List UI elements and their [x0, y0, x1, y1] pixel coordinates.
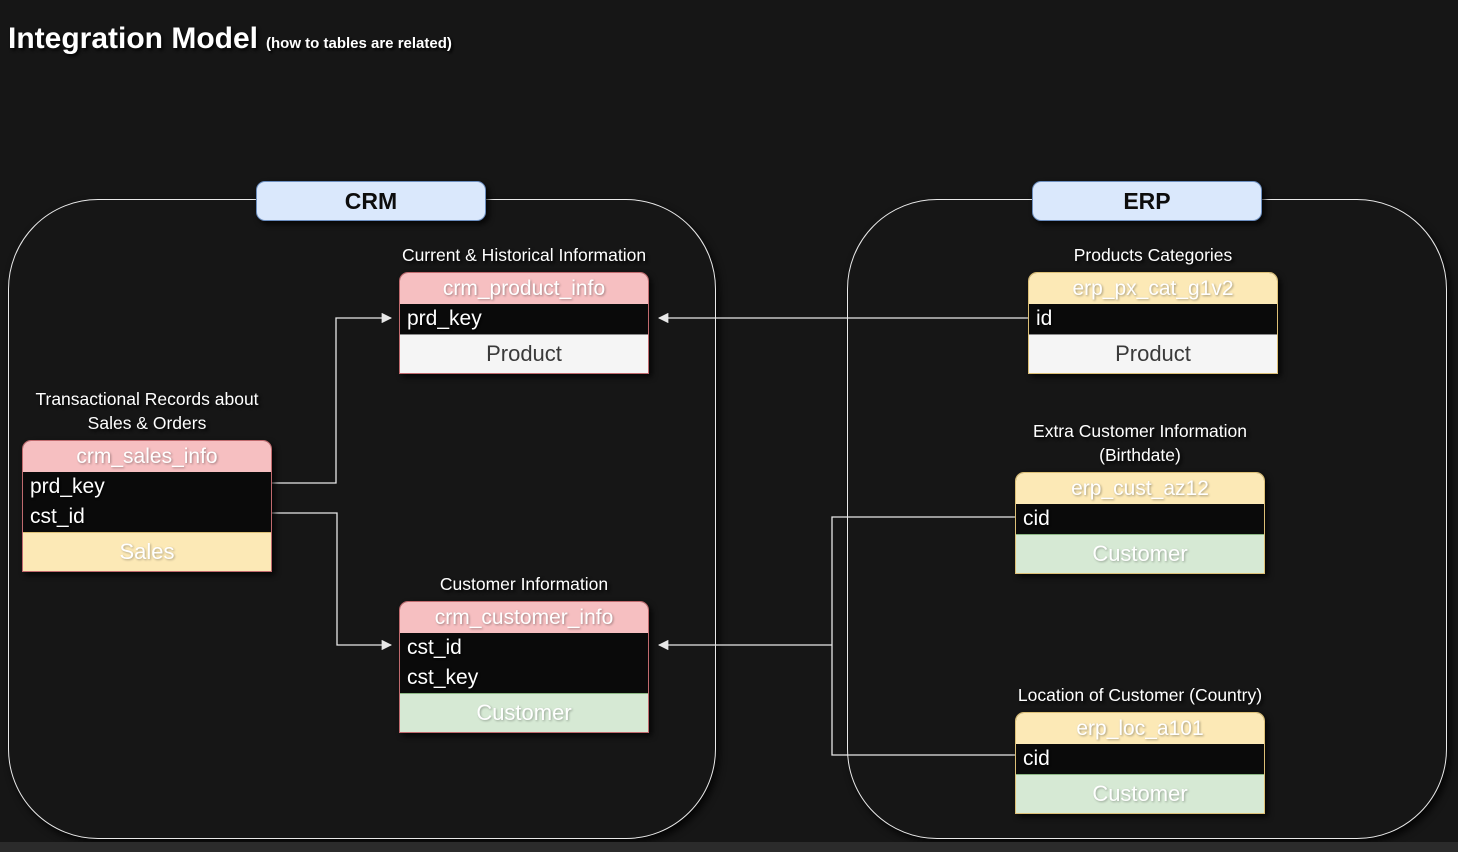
field-row: id — [1029, 304, 1277, 334]
crm-group-box: CRM — [256, 181, 486, 221]
table-header: erp_cust_az12 — [1016, 473, 1264, 504]
table-crm-product-info: Current & Historical Information crm_pro… — [399, 245, 649, 374]
table-crm-customer-info: Customer Information crm_customer_info c… — [399, 574, 649, 733]
table-erp-px-cat-g1v2: Products Categories erp_px_cat_g1v2 id P… — [1028, 245, 1278, 374]
field-row: prd_key — [23, 472, 271, 502]
table-caption: Location of Customer (Country) — [1017, 685, 1263, 705]
table-erp-loc-a101: Location of Customer (Country) erp_loc_a… — [1015, 685, 1265, 814]
table-caption: Extra Customer Information (Birthdate) — [1033, 421, 1247, 465]
table-footer: Customer — [1016, 774, 1264, 813]
table-header: erp_px_cat_g1v2 — [1029, 273, 1277, 304]
erp-group-box: ERP — [1032, 181, 1262, 221]
table-footer: Sales — [23, 532, 271, 571]
field-row: prd_key — [400, 304, 648, 334]
erp-group-label: ERP — [1123, 187, 1171, 214]
field-row: cst_id — [400, 633, 648, 663]
crm-group-label: CRM — [344, 187, 398, 214]
table-header: crm_customer_info — [400, 602, 648, 633]
table-header: erp_loc_a101 — [1016, 713, 1264, 744]
bottom-bar — [0, 842, 1458, 852]
table-footer: Customer — [400, 693, 648, 732]
table-caption: Products Categories — [1073, 245, 1233, 265]
page-title-text: Integration Model — [8, 22, 258, 55]
field-row: cid — [1016, 744, 1264, 774]
table-footer: Product — [400, 334, 648, 373]
table-erp-cust-az12: Extra Customer Information (Birthdate) e… — [1015, 421, 1265, 574]
table-header: crm_sales_info — [23, 441, 271, 472]
table-footer: Customer — [1016, 534, 1264, 573]
page-subtitle: (how to tables are related) — [266, 35, 452, 52]
field-row: cid — [1016, 504, 1264, 534]
page-title: Integration Model (how to tables are rela… — [8, 22, 452, 56]
table-caption: Transactional Records about Sales & Orde… — [35, 389, 259, 433]
table-footer: Product — [1029, 334, 1277, 373]
table-caption: Current & Historical Information — [401, 245, 647, 265]
table-caption: Customer Information — [439, 574, 609, 594]
field-row: cst_key — [400, 663, 648, 693]
table-header: crm_product_info — [400, 273, 648, 304]
table-crm-sales-info: Transactional Records about Sales & Orde… — [22, 389, 272, 572]
field-row: cst_id — [23, 502, 271, 532]
